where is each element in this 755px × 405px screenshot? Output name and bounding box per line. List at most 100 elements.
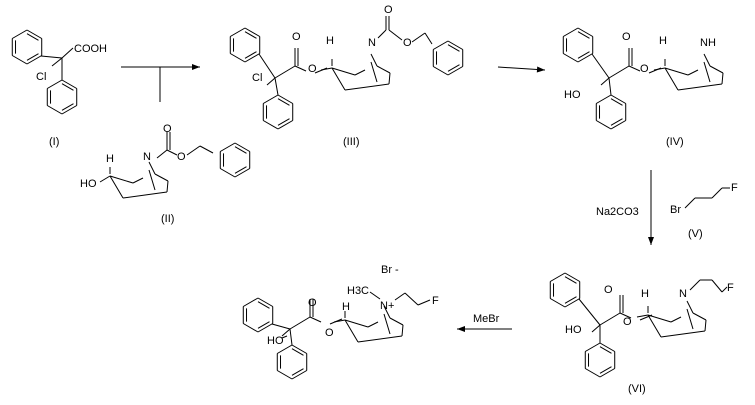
nitrogen-atom: N bbox=[143, 151, 151, 163]
phenyl-ring-bond bbox=[244, 53, 260, 63]
phenyl-ring-bond bbox=[599, 368, 615, 378]
phenyl-double-bond bbox=[577, 31, 590, 39]
phenyl-double-bond bbox=[61, 103, 74, 111]
bond bbox=[40, 55, 63, 59]
hydroxy-group: HO bbox=[564, 89, 581, 101]
bond bbox=[653, 67, 666, 71]
carbonyl-oxygen: O bbox=[292, 31, 301, 43]
bond bbox=[670, 316, 682, 323]
phenyl-ring-bond bbox=[243, 323, 259, 333]
bond bbox=[711, 187, 723, 199]
phenyl-double-bond bbox=[291, 348, 304, 356]
phenyl-double-bond bbox=[564, 296, 577, 304]
bond bbox=[709, 65, 724, 74]
phenyl-ring-bond bbox=[61, 105, 77, 115]
carbonyl-oxygen: O bbox=[163, 123, 172, 135]
carbonyl-oxygen: O bbox=[308, 297, 317, 309]
phenyl-double-bond bbox=[564, 276, 577, 284]
compound-label: (I) bbox=[49, 136, 59, 148]
phenyl-double-bond bbox=[234, 146, 247, 154]
bond bbox=[394, 292, 406, 301]
bond bbox=[721, 72, 724, 85]
methyl-group: H3C bbox=[347, 285, 369, 297]
phenyl-ring-bond bbox=[433, 66, 449, 76]
bond bbox=[199, 145, 214, 154]
bond bbox=[109, 175, 124, 199]
bond bbox=[122, 191, 168, 199]
phenyl-ring-bond bbox=[61, 79, 77, 89]
phenyl-ring-bond bbox=[563, 53, 579, 63]
compound-label: (V) bbox=[688, 228, 703, 240]
phenyl-ring-bond bbox=[220, 142, 236, 152]
bond bbox=[686, 300, 694, 314]
hydrogen-atom: H bbox=[659, 35, 667, 47]
bond bbox=[608, 65, 630, 79]
bond bbox=[186, 145, 201, 156]
carbonyl-oxygen: O bbox=[622, 31, 631, 43]
arrowhead bbox=[536, 66, 545, 73]
bond bbox=[367, 321, 379, 328]
hydroxy-group: HO bbox=[565, 324, 582, 336]
compound-label: (VI) bbox=[628, 383, 646, 395]
nitrogen-atom: N bbox=[368, 37, 376, 49]
bond bbox=[369, 291, 381, 300]
phenyl-ring-bond bbox=[277, 344, 293, 354]
phenyl-ring-bond bbox=[550, 298, 566, 308]
phenyl-ring-bond bbox=[263, 94, 279, 104]
phenyl-double-bond bbox=[234, 166, 247, 174]
arrowhead bbox=[192, 64, 200, 70]
bond bbox=[703, 53, 711, 67]
ester-oxygen: O bbox=[623, 316, 632, 328]
phenyl-ring-bond bbox=[263, 120, 279, 130]
bond bbox=[401, 324, 404, 337]
phenyl-ring-bond bbox=[577, 27, 593, 37]
bond bbox=[289, 328, 293, 346]
acid-group: COOH bbox=[74, 43, 107, 55]
phenyl-ring-bond bbox=[220, 168, 236, 178]
compound-V: Na2CO3 Br F (V) bbox=[596, 182, 738, 240]
bond bbox=[320, 67, 333, 71]
bond bbox=[109, 175, 134, 184]
phenyl-double-bond bbox=[26, 33, 39, 41]
phenyl-ring-bond bbox=[585, 368, 601, 378]
phenyl-ring-bond bbox=[564, 298, 580, 308]
bond bbox=[660, 330, 706, 338]
bond bbox=[424, 32, 433, 45]
bond bbox=[154, 173, 169, 182]
compound-label: (IV) bbox=[666, 136, 684, 148]
compound-VI: HO O O H N F (VI) bbox=[565, 282, 734, 395]
bond bbox=[331, 67, 346, 91]
bond bbox=[389, 317, 404, 326]
bond bbox=[578, 298, 601, 326]
bond bbox=[591, 53, 610, 79]
compound-IV: HO O O H NH (IV) bbox=[564, 31, 716, 148]
bond bbox=[376, 65, 391, 74]
phenyl-ring-bond bbox=[291, 344, 307, 354]
fluorine-atom: F bbox=[727, 282, 734, 294]
phenyl-ring-bond bbox=[47, 105, 63, 115]
bond bbox=[148, 169, 156, 191]
bond bbox=[281, 328, 291, 337]
bond bbox=[411, 32, 426, 43]
bond bbox=[664, 67, 689, 76]
carbonyl-oxygen: O bbox=[604, 284, 613, 296]
hydrogen-atom: H bbox=[326, 35, 334, 47]
bond bbox=[684, 197, 696, 209]
phenyl-ring-bond bbox=[230, 27, 246, 37]
bond bbox=[703, 61, 711, 83]
bond bbox=[388, 72, 391, 85]
amine-nh: NH bbox=[700, 37, 716, 49]
phenyl-ring-bond bbox=[26, 29, 42, 39]
quaternary-nitrogen: N+ bbox=[380, 300, 394, 312]
bond bbox=[61, 47, 74, 59]
bond bbox=[721, 286, 728, 293]
phenyl-ring-bond bbox=[234, 168, 250, 178]
phenyl-ring-bond bbox=[550, 272, 566, 282]
phenyl-double-bond bbox=[26, 53, 39, 61]
hydroxy-group: HO bbox=[267, 335, 284, 347]
reagent-methyl-bromide: MeBr bbox=[473, 313, 500, 325]
carbamate-oxygen: O bbox=[384, 4, 393, 16]
phenyl-double-bond bbox=[447, 44, 460, 52]
bond bbox=[377, 29, 387, 39]
phenyl-double-bond bbox=[277, 98, 290, 106]
